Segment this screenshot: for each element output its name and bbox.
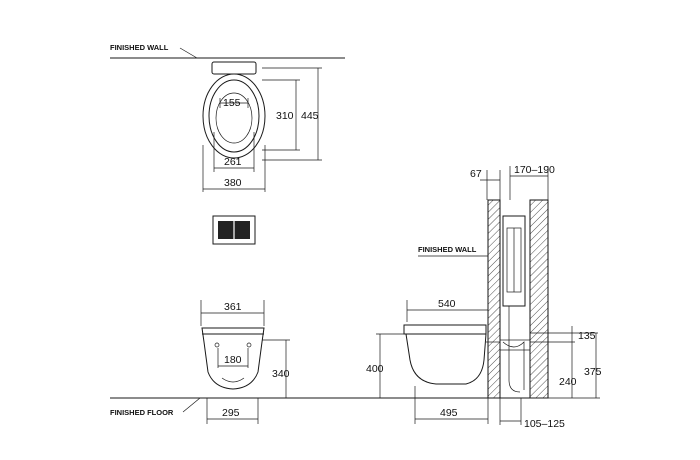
outlet-connector xyxy=(499,339,531,351)
tank-top-outline xyxy=(211,61,257,75)
floor-label-leader xyxy=(182,397,201,413)
floor: FINISHED FLOOR xyxy=(110,397,488,417)
dim-495: 495 xyxy=(440,407,458,419)
top-view: FINISHED WALL 155 310 445 261 380 xyxy=(110,43,345,192)
dim-540: 540 xyxy=(438,298,456,310)
dim-170-190: 170–190 xyxy=(514,164,555,176)
wall-label-leader xyxy=(179,47,198,59)
dim-240: 240 xyxy=(559,376,577,388)
flush-plate xyxy=(212,215,256,245)
waste-pipe xyxy=(502,341,525,390)
bowl-opening-outline xyxy=(215,92,253,144)
finished-floor-label: FINISHED FLOOR xyxy=(110,408,174,417)
dim-445: 445 xyxy=(301,110,319,122)
side-seat-outline xyxy=(403,324,487,335)
dim-135: 135 xyxy=(578,330,596,342)
dim-105-125: 105–125 xyxy=(524,418,565,430)
dim-361: 361 xyxy=(224,301,242,313)
front-bowl-outline xyxy=(201,327,265,390)
dim-375: 375 xyxy=(584,366,602,378)
side-view: FINISHED WALL 67 170–190 540 400 495 xyxy=(366,164,602,430)
dim-180: 180 xyxy=(224,354,242,366)
flush-pipe xyxy=(508,306,521,393)
cistern-carrier xyxy=(502,215,526,307)
front-bowl-base-curve xyxy=(221,377,245,383)
finished-wall-section xyxy=(487,199,501,399)
dim-340: 340 xyxy=(272,368,290,380)
dim-310: 310 xyxy=(276,110,294,122)
side-bowl-outline xyxy=(405,333,487,385)
seat-outer-outline xyxy=(202,73,266,159)
structural-wall-section xyxy=(529,199,549,399)
dim-295: 295 xyxy=(222,407,240,419)
dim-155: 155 xyxy=(223,97,241,109)
dim-400: 400 xyxy=(366,363,384,375)
fixing-hole-right xyxy=(246,342,252,348)
fixing-hole-left xyxy=(214,342,220,348)
seat-inner-outline xyxy=(208,79,260,153)
dim-380: 380 xyxy=(224,177,242,189)
front-view: 361 180 340 295 xyxy=(200,300,290,424)
dim-261: 261 xyxy=(224,156,242,168)
flush-plate-outline xyxy=(212,215,256,245)
finished-wall-label-top: FINISHED WALL xyxy=(110,43,169,52)
dim-67: 67 xyxy=(470,168,482,180)
finished-wall-label-side: FINISHED WALL xyxy=(418,245,477,254)
